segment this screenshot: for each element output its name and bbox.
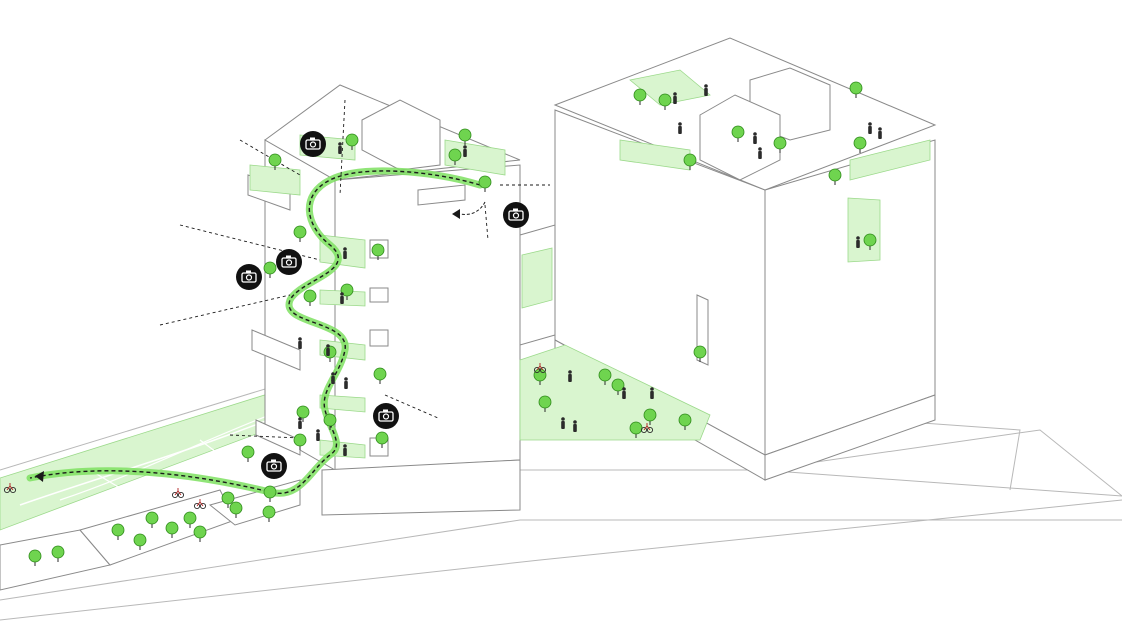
arrow-icon	[35, 201, 486, 482]
tree-icon	[849, 81, 863, 98]
tree-icon	[375, 431, 389, 448]
person-icon	[463, 145, 467, 157]
bicycle-layer	[3, 363, 654, 510]
tree-icon	[448, 148, 462, 165]
tree-icon	[598, 368, 612, 385]
tree-icon	[458, 128, 472, 145]
tree-icon	[863, 233, 877, 250]
tree-icon	[229, 501, 243, 518]
person-icon	[650, 387, 654, 399]
person-icon	[338, 142, 342, 154]
bicycle-icon	[193, 499, 207, 510]
camera-icon	[261, 453, 287, 479]
tree-icon	[371, 243, 385, 260]
camera-icon	[503, 202, 529, 228]
tree-icon	[296, 405, 310, 422]
tree-icon	[268, 153, 282, 170]
person-icon	[753, 132, 757, 144]
camera-icon	[236, 264, 262, 290]
tree-icon	[853, 136, 867, 153]
tree-icon	[643, 408, 657, 425]
tree-icon	[323, 413, 337, 430]
connector	[519, 224, 556, 346]
tree-icon	[678, 413, 692, 430]
person-icon	[878, 127, 882, 139]
camera-icon	[276, 249, 302, 275]
tree-icon	[133, 533, 147, 550]
person-icon	[561, 417, 565, 429]
tree-icon	[262, 505, 276, 522]
bicycle-icon	[171, 488, 185, 499]
tree-icon	[538, 395, 552, 412]
person-icon	[298, 417, 302, 429]
person-icon	[573, 420, 577, 432]
tree-icon	[533, 368, 547, 385]
camera-layer	[236, 131, 529, 479]
person-icon	[622, 387, 626, 399]
tree-icon	[241, 445, 255, 462]
bicycle-icon	[3, 483, 17, 494]
person-icon	[298, 337, 302, 349]
person-icon	[316, 429, 320, 441]
tree-icon	[28, 549, 42, 566]
tree-icon	[145, 511, 159, 528]
left-building	[247, 84, 521, 516]
tree-icon	[683, 153, 697, 170]
bicycle-icon	[640, 423, 654, 434]
tree-icon	[693, 345, 707, 362]
tree-icon	[293, 225, 307, 242]
person-icon	[868, 122, 872, 134]
tree-icon	[193, 525, 207, 542]
tree-icon	[773, 136, 787, 153]
person-icon	[344, 377, 348, 389]
tree-icon	[263, 485, 277, 502]
person-icon	[673, 92, 677, 104]
tree-icon	[51, 545, 65, 562]
tree-icon	[731, 125, 745, 142]
tree-icon	[658, 93, 672, 110]
people-layer	[298, 84, 882, 456]
tree-icon	[828, 168, 842, 185]
right-building	[553, 37, 937, 481]
tree-icon	[303, 289, 317, 306]
tree-icon	[183, 511, 197, 528]
tree-icon	[293, 433, 307, 450]
person-icon	[343, 247, 347, 259]
tree-icon	[263, 261, 277, 278]
person-icon	[568, 370, 572, 382]
tree-icon	[221, 491, 235, 508]
person-icon	[331, 372, 335, 384]
bicycle-icon	[533, 363, 547, 374]
person-icon	[758, 147, 762, 159]
tree-icon	[478, 175, 492, 192]
person-icon	[326, 344, 330, 356]
person-icon	[856, 236, 860, 248]
tree-icon	[340, 283, 354, 300]
green-courtyard	[519, 344, 711, 441]
person-icon	[340, 292, 344, 304]
tree-icon	[165, 521, 179, 538]
camera-icon	[300, 131, 326, 157]
tree-icon	[373, 367, 387, 384]
person-icon	[704, 84, 708, 96]
tree-icon	[111, 523, 125, 540]
tree-icon	[633, 88, 647, 105]
person-icon	[678, 122, 682, 134]
tree-icon	[611, 378, 625, 395]
tree-icon	[345, 133, 359, 150]
person-icon	[343, 444, 347, 456]
camera-icon	[373, 403, 399, 429]
